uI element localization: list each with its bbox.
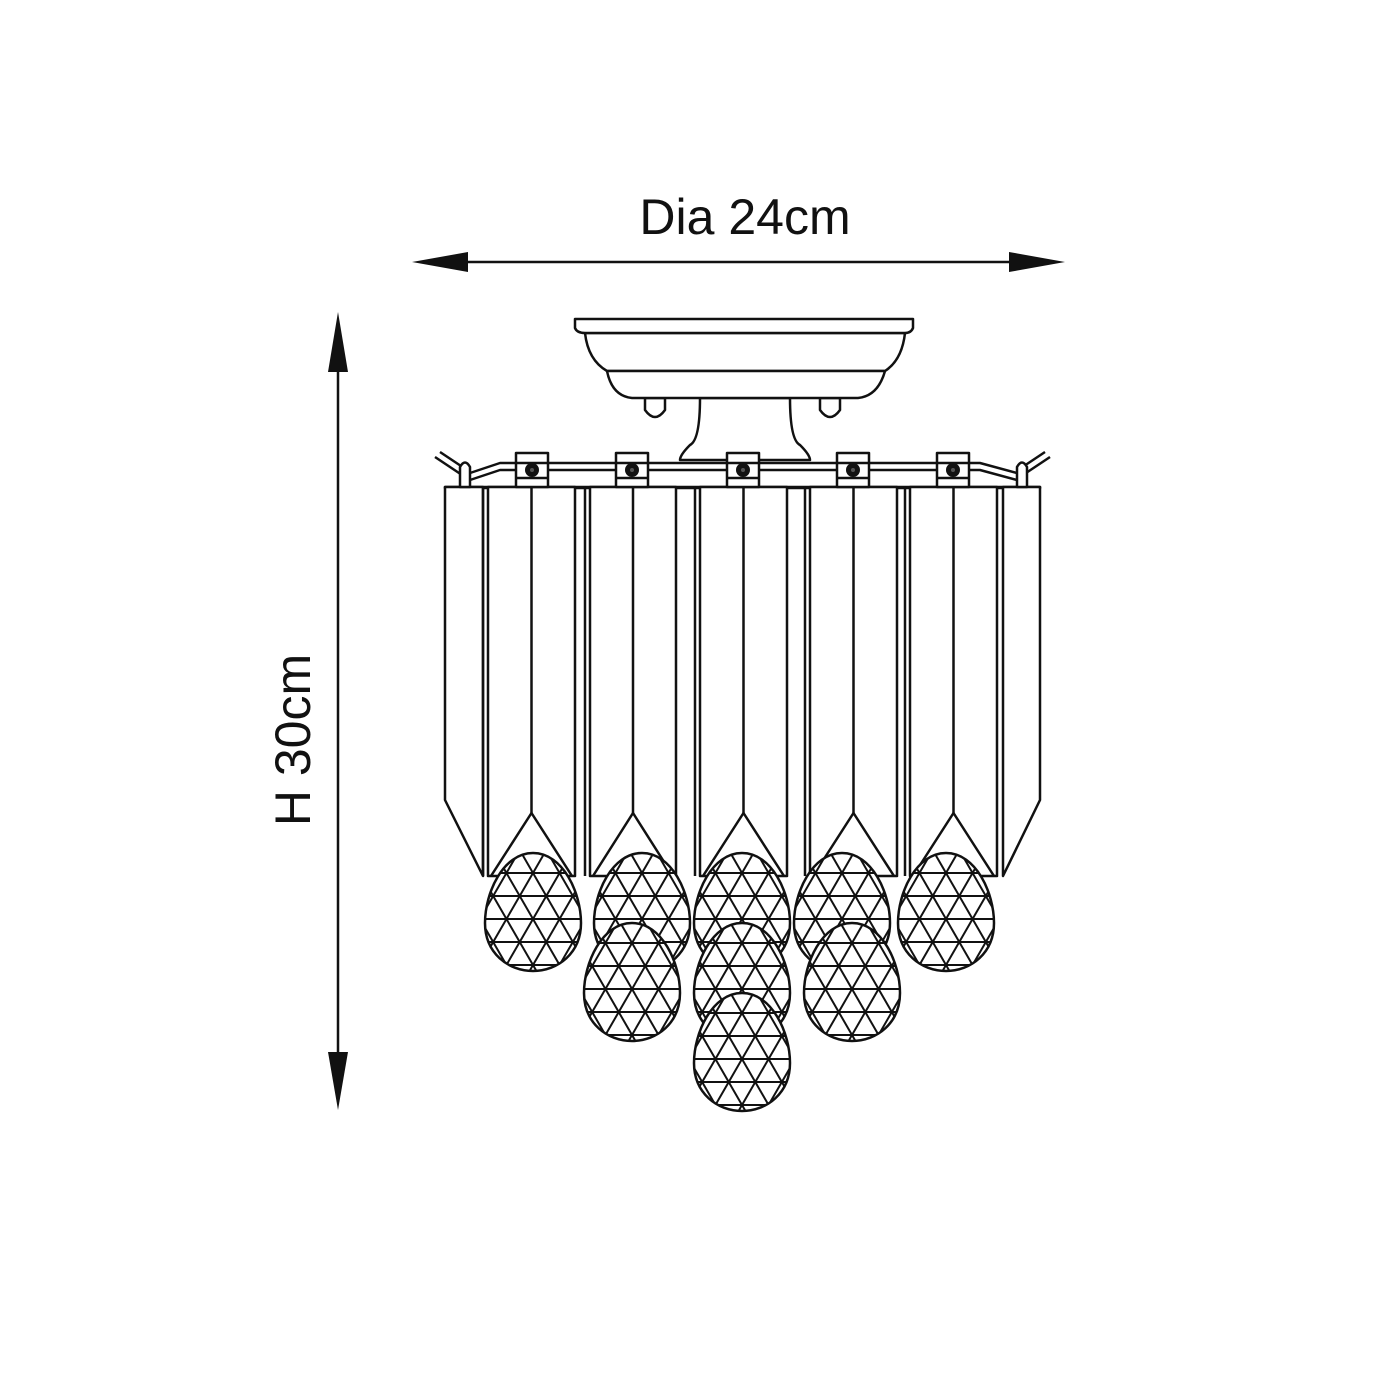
prism-brackets — [514, 451, 971, 489]
arrow-left-icon — [412, 252, 468, 272]
bracket-screw — [514, 451, 550, 489]
prism — [903, 485, 999, 878]
side-prism — [443, 485, 485, 878]
crystal-drops — [483, 851, 996, 1113]
prism — [481, 485, 577, 878]
diameter-dimension: Dia 24cm — [412, 189, 1065, 272]
bracket-screw — [835, 451, 871, 489]
prism — [693, 485, 789, 878]
height-label: H 30cm — [265, 654, 321, 826]
height-dimension: H 30cm — [265, 312, 348, 1110]
crystal-prisms — [443, 485, 1042, 878]
prism — [803, 485, 899, 878]
side-prism — [1001, 485, 1042, 878]
crystal-drop — [692, 991, 792, 1113]
prism — [583, 485, 678, 878]
arrow-right-icon — [1009, 252, 1065, 272]
bracket-screw — [725, 451, 761, 489]
diameter-label: Dia 24cm — [639, 189, 850, 245]
arrow-up-icon — [328, 312, 348, 372]
bracket-screw — [935, 451, 971, 489]
ceiling-canopy — [573, 317, 915, 462]
arrow-down-icon — [328, 1052, 348, 1110]
bracket-screw — [614, 451, 650, 489]
